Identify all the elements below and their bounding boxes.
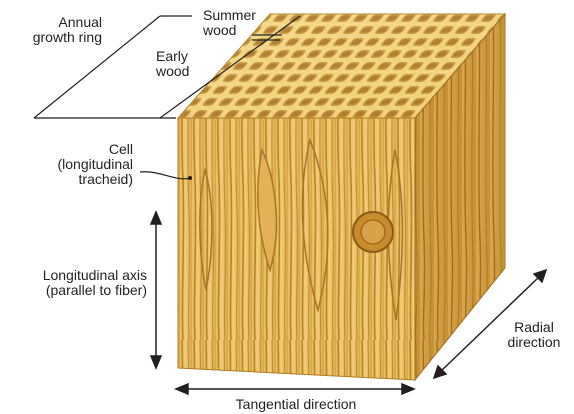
label-summer-wood: Summer wood	[203, 8, 256, 38]
label-tangential-direction: Tangential direction	[196, 397, 396, 412]
label-longitudinal-axis: Longitudinal axis (parallel to fiber)	[0, 268, 147, 298]
label-annual-growth-ring: Annual growth ring	[0, 15, 102, 45]
bordered-pit	[353, 212, 393, 252]
label-cell-longitudinal-tracheid: Cell (longitudinal tracheid)	[0, 142, 133, 187]
label-early-wood: Early wood	[156, 49, 189, 79]
label-radial-direction: Radial direction	[494, 320, 574, 350]
tangential-direction-arrow	[176, 384, 414, 394]
longitudinal-axis-arrow	[151, 212, 161, 368]
